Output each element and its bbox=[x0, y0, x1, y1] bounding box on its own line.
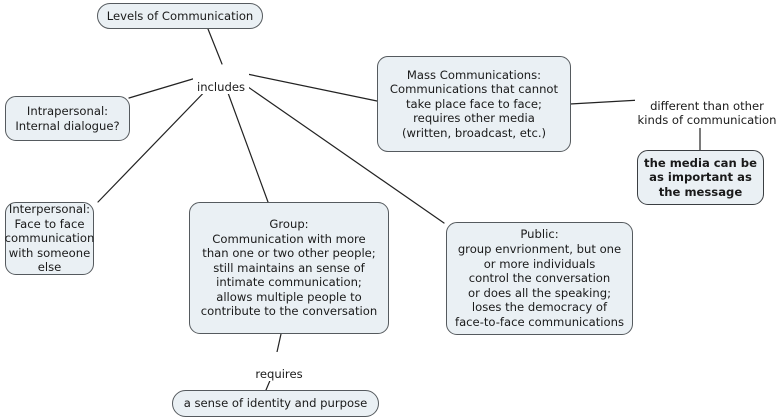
link-label-text: different than other kinds of communicat… bbox=[637, 98, 777, 128]
edge-includes-intrapersonal bbox=[128, 77, 197, 99]
node-media-can-be-as-important-as-message[interactable]: the media can be as important as the mes… bbox=[637, 150, 764, 205]
node-intrapersonal[interactable]: Intrapersonal: Internal dialogue? bbox=[5, 96, 130, 141]
link-label-text: includes bbox=[196, 79, 246, 94]
edge-includes-mass bbox=[246, 73, 378, 102]
edge-group-requires bbox=[276, 333, 282, 353]
node-label: Group: Communication with more than one … bbox=[200, 216, 378, 319]
link-label-different-than-other-kinds: different than other kinds of communicat… bbox=[635, 84, 779, 128]
node-sense-of-identity-and-purpose[interactable]: a sense of identity and purpose bbox=[172, 390, 379, 417]
node-group[interactable]: Group: Communication with more than one … bbox=[189, 202, 389, 334]
node-public[interactable]: Public: group envrionment, but one or mo… bbox=[446, 222, 633, 335]
edge-root-includes bbox=[207, 28, 223, 65]
node-interpersonal[interactable]: Interpersonal: Face to face communicatio… bbox=[5, 202, 94, 275]
edge-mass-differentthan bbox=[569, 99, 642, 105]
node-label: Interpersonal: Face to face communicatio… bbox=[4, 202, 95, 275]
node-label: Intrapersonal: Internal dialogue? bbox=[15, 103, 120, 133]
node-mass-communications[interactable]: Mass Communications: Communications that… bbox=[377, 56, 571, 152]
node-label: the media can be as important as the mes… bbox=[644, 155, 757, 199]
edge-includes-group bbox=[223, 81, 269, 203]
node-label: a sense of identity and purpose bbox=[183, 396, 368, 411]
link-label-requires: requires bbox=[250, 352, 308, 382]
link-label-text: requires bbox=[255, 366, 303, 381]
node-levels-of-communication[interactable]: Levels of Communication bbox=[97, 3, 263, 29]
node-label: Levels of Communication bbox=[106, 8, 254, 23]
node-label: Mass Communications: Communications that… bbox=[389, 67, 559, 140]
link-label-includes: includes bbox=[193, 65, 249, 95]
node-label: Public: group envrionment, but one or mo… bbox=[455, 227, 624, 329]
